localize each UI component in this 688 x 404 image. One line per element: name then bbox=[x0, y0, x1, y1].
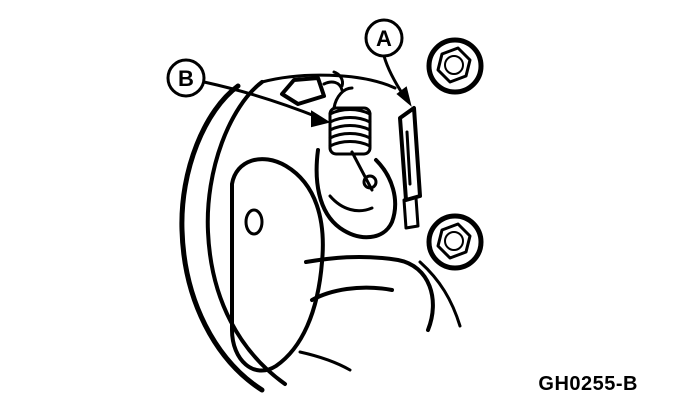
brake-shoe bbox=[230, 157, 325, 373]
callout-b-label: B bbox=[178, 66, 194, 91]
spring bbox=[328, 86, 372, 156]
spring-clip bbox=[280, 70, 344, 106]
adjuster-plate bbox=[314, 148, 398, 240]
callout-a: A bbox=[364, 18, 412, 107]
figure-code: GH0255-B bbox=[538, 373, 638, 395]
callout-b: B bbox=[166, 58, 331, 128]
callout-a-label: A bbox=[376, 26, 392, 51]
support-bracket bbox=[298, 254, 462, 372]
adjuster-lever bbox=[398, 106, 422, 230]
upper-hex-nut bbox=[426, 37, 484, 95]
backing-plate bbox=[179, 73, 397, 393]
lower-hex-nut bbox=[426, 213, 484, 271]
